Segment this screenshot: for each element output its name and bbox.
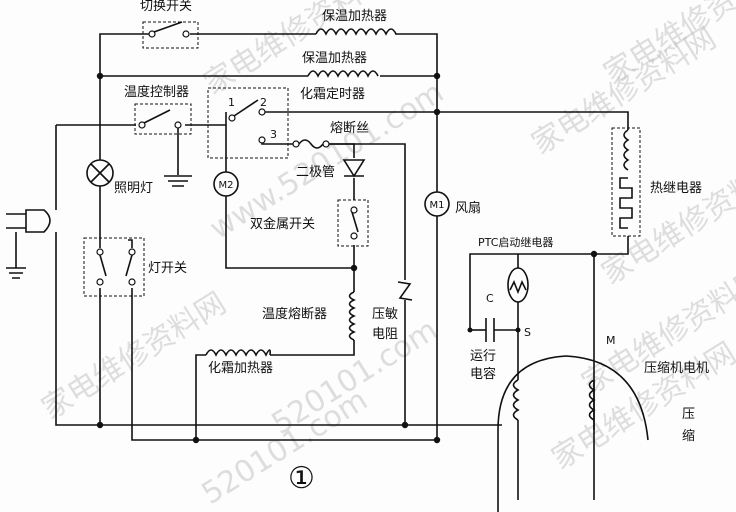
- keep-warm-heater-1: [315, 28, 397, 36]
- label-defrost-timer: 化霜定时器: [300, 87, 365, 102]
- fuse: [292, 139, 330, 149]
- label-lamp-switch: 灯开关: [148, 261, 187, 276]
- label-thermal-relay: 热继电器: [650, 181, 702, 196]
- figure-number: ①: [288, 461, 315, 496]
- temperature-fuse: [348, 291, 356, 341]
- power-plug: [6, 203, 57, 279]
- label-lamp: 照明灯: [114, 181, 153, 196]
- label-temperature-controller: 温度控制器: [124, 84, 189, 100]
- label-diode: 二极管: [296, 165, 335, 180]
- label-keep-warm-heater-1: 保温加热器: [322, 9, 387, 24]
- defrost-timer-motor: [213, 171, 239, 197]
- defrost-heater: [205, 349, 271, 357]
- labels: 切换开关 保温加热器 保温加热器 化霜定时器 温度控制器 熔断丝 照明灯 二极管…: [114, 0, 709, 496]
- compressor: [497, 355, 649, 512]
- symbol-terminal-3: 3: [270, 128, 277, 141]
- label-temperature-fuse: 温度熔断器: [262, 306, 327, 322]
- run-capacitor: [467, 318, 521, 342]
- fan-motor: [424, 191, 450, 217]
- symbol-cap-c: C: [486, 292, 494, 305]
- label-compressor-partial-2: 缩: [682, 428, 695, 444]
- ground-symbol: [164, 175, 192, 187]
- keep-warm-heater-2: [307, 70, 379, 78]
- changeover-switch: [142, 21, 199, 49]
- label-varistor-2: 电阻: [372, 327, 398, 342]
- label-varistor-1: 压敏: [372, 307, 398, 322]
- diode: [342, 159, 366, 178]
- label-ptc-relay: PTC启动继电器: [478, 236, 553, 249]
- watermark: 家电维修资料网: [596, 151, 736, 292]
- label-compressor-motor: 压缩机电机: [644, 360, 709, 376]
- label-fuse: 熔断丝: [330, 121, 369, 136]
- label-run-capacitor-1: 运行: [470, 349, 496, 364]
- label-compressor-partial-1: 压: [682, 407, 695, 422]
- ptc-start-relay: [507, 267, 529, 303]
- label-run-capacitor-2: 电容: [470, 366, 496, 382]
- watermark: 家电维修资料网: [36, 286, 233, 427]
- label-keep-warm-heater-2: 保温加热器: [302, 51, 367, 66]
- symbol-terminal-m: M: [606, 334, 616, 347]
- defrost-timer-contacts: [207, 87, 289, 159]
- symbol-terminal-s: S: [524, 326, 531, 339]
- symbol-motor-m1: M1: [430, 200, 445, 211]
- label-fan: 风扇: [455, 200, 481, 216]
- lamp: [86, 159, 114, 187]
- temperature-controller: [134, 103, 192, 135]
- wiring: [55, 33, 629, 500]
- junction-dots: [96, 72, 598, 444]
- lamp-switch: [83, 237, 145, 297]
- label-bimetal-switch: 双金属开关: [250, 216, 315, 232]
- label-changeover-switch: 切换开关: [140, 0, 192, 14]
- bimetal-switch: [337, 199, 369, 247]
- symbol-terminal-1: 1: [228, 96, 235, 109]
- symbol-terminal-2: 2: [260, 96, 267, 109]
- label-defrost-heater: 化霜加热器: [208, 361, 273, 376]
- thermal-relay: [611, 127, 641, 237]
- symbol-motor-m2: M2: [219, 180, 234, 191]
- varistor: [397, 281, 413, 301]
